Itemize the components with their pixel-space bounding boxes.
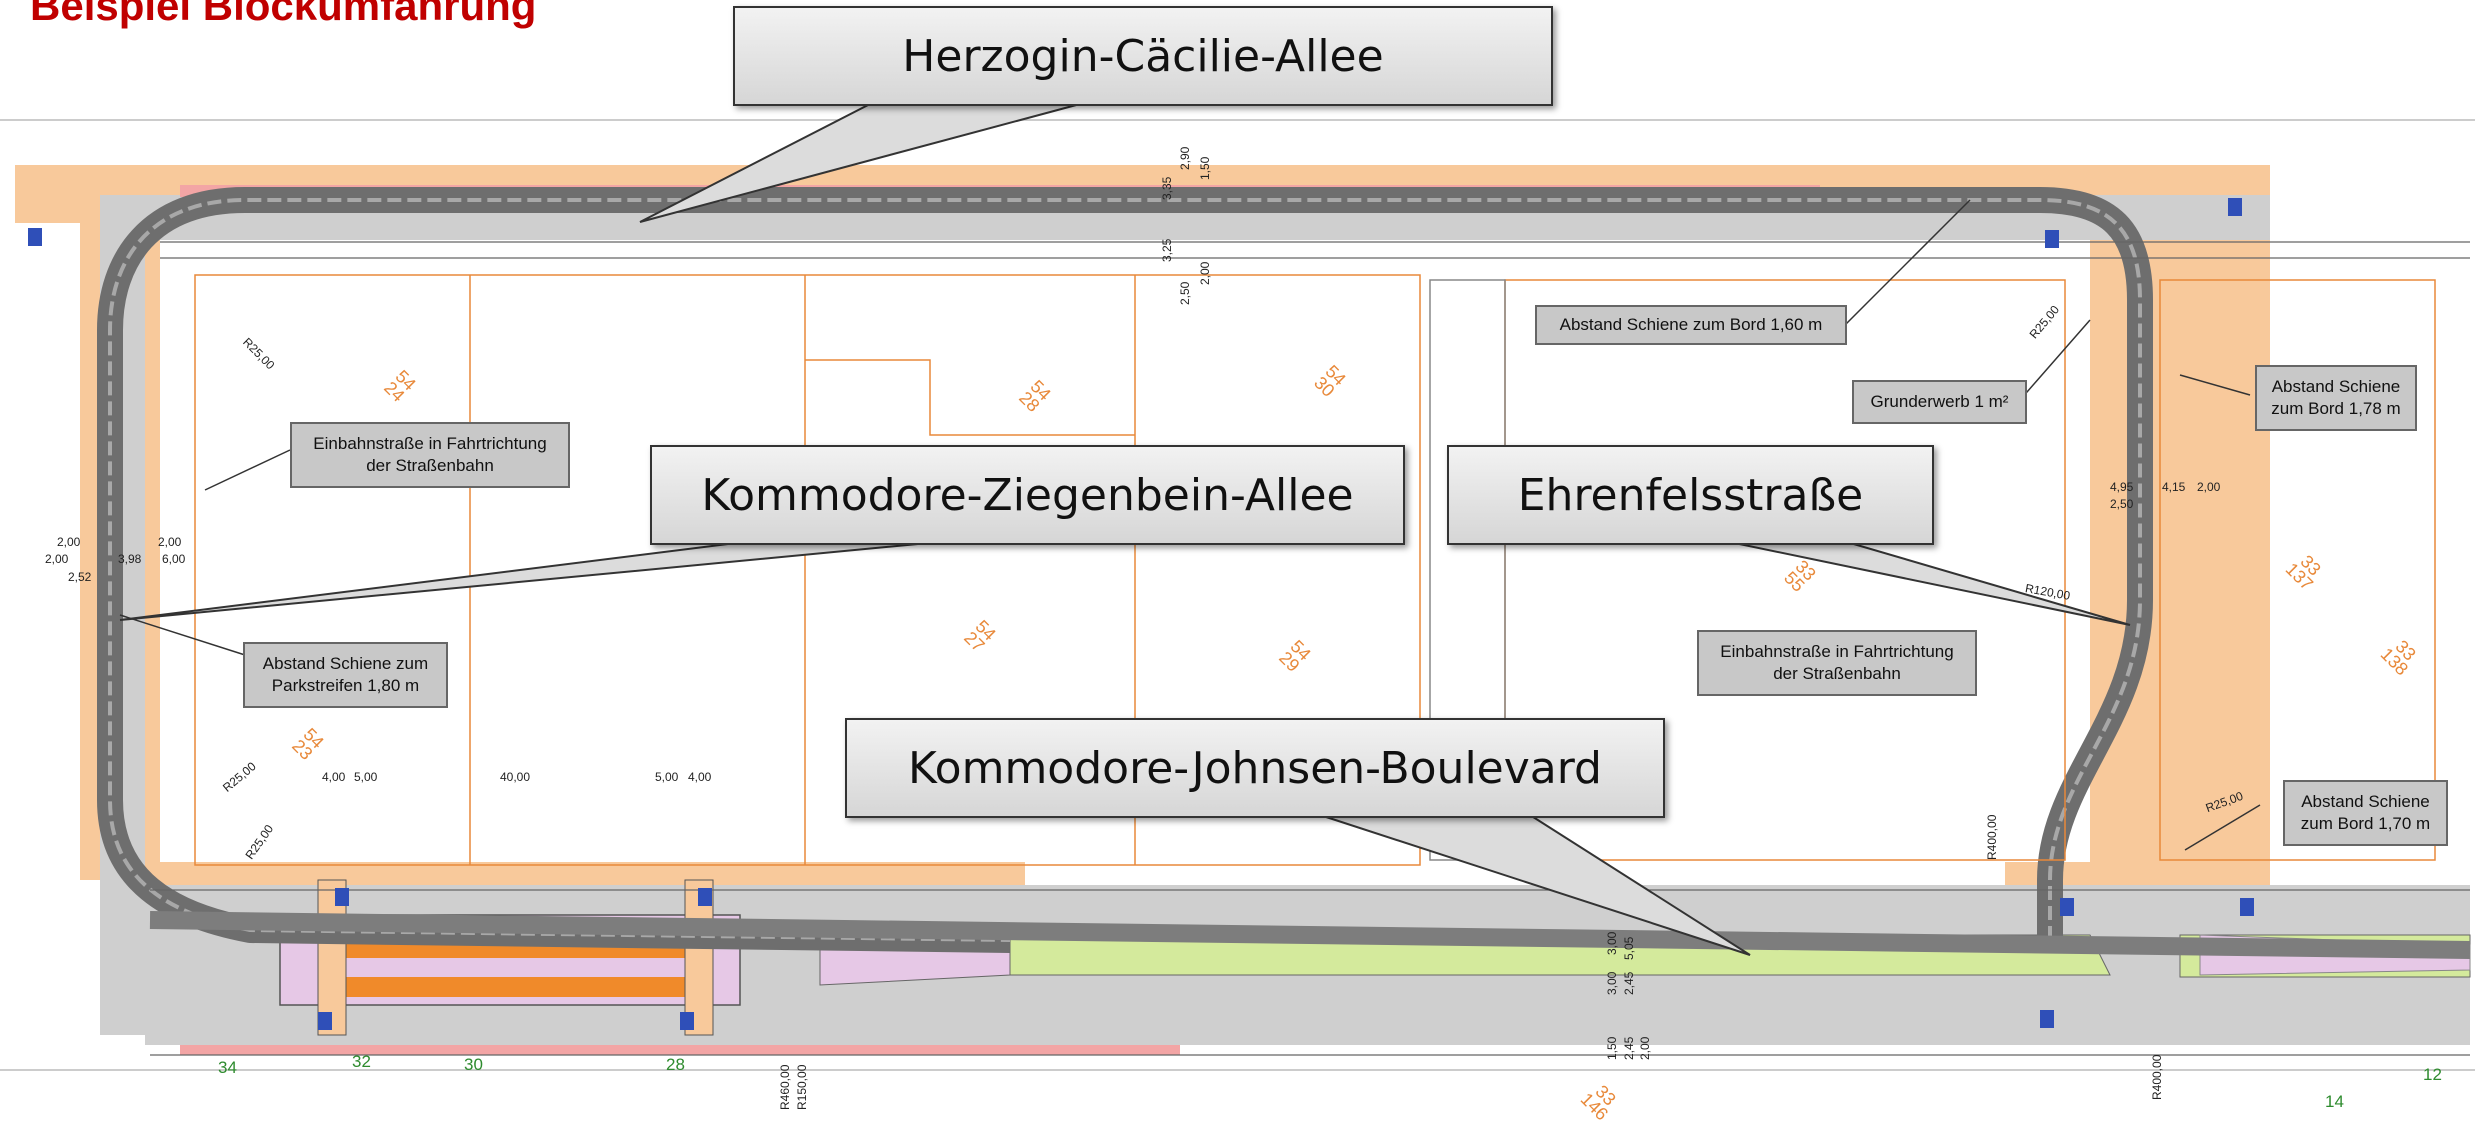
- dimension: 3,25: [1160, 238, 1174, 262]
- south-red-lane: [180, 1045, 1180, 1055]
- dimension: 2,00: [158, 535, 182, 549]
- dimension: 6,00: [162, 552, 186, 566]
- dimension: 4,95: [2110, 480, 2134, 494]
- east-sidewalk: [2090, 190, 2270, 880]
- note-curb-178: Abstand Schiene zum Bord 1,78 m: [2255, 365, 2417, 431]
- dimension: 2,52: [68, 570, 92, 584]
- note-curb-160: Abstand Schiene zum Bord 1,60 m: [1535, 305, 1847, 345]
- dimension: 2,00: [2197, 480, 2221, 494]
- callout-kommodore-johnsen-boulevard: Kommodore-Johnsen-Boulevard: [845, 718, 1665, 818]
- note-leaders: [119, 199, 2261, 851]
- page-title: Beispiel Blockumfahrung: [30, 0, 537, 29]
- km-marker: 30: [464, 1055, 483, 1074]
- building-lines: [0, 119, 2475, 1071]
- note-curb-170: Abstand Schiene zum Bord 1,70 m: [2283, 780, 2448, 846]
- radius-label: R460,00: [778, 1064, 792, 1110]
- km-marker: 28: [666, 1055, 685, 1074]
- signal-markers: [28, 198, 2254, 1030]
- dimension: 1,50: [1198, 156, 1212, 180]
- plot-lines: [194, 274, 2436, 866]
- dimension: 2,50: [1178, 281, 1192, 305]
- note-oneway-east: Einbahnstraße in Fahrtrichtung der Straß…: [1697, 630, 1977, 696]
- radius-label: R150,00: [795, 1064, 809, 1110]
- dimension: 40,00: [500, 770, 531, 784]
- dimension: 3,35: [1160, 176, 1174, 200]
- dimension: 2,50: [2110, 497, 2134, 511]
- dimension: 4,15: [2162, 480, 2186, 494]
- note-parking-distance: Abstand Schiene zum Parkstreifen 1,80 m: [243, 642, 448, 708]
- tram-mainline: [149, 911, 2471, 959]
- callout-ehrenfelsstrasse: Ehrenfelsstraße: [1447, 445, 1934, 545]
- tram-loop-centerline: [108, 198, 2142, 942]
- callout-pointers: [119, 103, 2131, 956]
- km-marker: 14: [2325, 1092, 2344, 1111]
- note-oneway-west: Einbahnstraße in Fahrtrichtung der Straß…: [290, 422, 570, 488]
- dimension: 2,45: [1622, 1036, 1636, 1060]
- dimension: 1,50: [1605, 1036, 1619, 1060]
- dimension: 5,00: [354, 770, 378, 784]
- dimension: 4,00: [688, 770, 712, 784]
- km-marker: 34: [218, 1058, 237, 1077]
- radius-label: R400,00: [1985, 814, 1999, 860]
- dimension: 3,98: [118, 552, 142, 566]
- dimension: 2,00: [45, 552, 69, 566]
- parking-marks: [150, 241, 2470, 1056]
- dimension: 3,00: [1605, 931, 1619, 955]
- radius-label: R400,00: [2150, 1054, 2164, 1100]
- dimension: 2,00: [1638, 1036, 1652, 1060]
- dimension: 5,00: [655, 770, 679, 784]
- callout-kommodore-ziegenbein-allee: Kommodore-Ziegenbein-Allee: [650, 445, 1405, 545]
- km-marker: 32: [352, 1052, 371, 1071]
- dimension: 3,00: [1605, 971, 1619, 995]
- dimension: 2,00: [57, 535, 81, 549]
- dimension: 2,00: [1198, 261, 1212, 285]
- km-marker: 12: [2423, 1065, 2442, 1084]
- dimension: 5,05: [1622, 936, 1636, 960]
- note-land-acquisition: Grunderwerb 1 m²: [1852, 380, 2027, 424]
- callout-herzogin-caecilie-allee: Herzogin-Cäcilie-Allee: [733, 6, 1553, 106]
- dimension: 2,45: [1622, 971, 1636, 995]
- dimension: 4,00: [322, 770, 346, 784]
- dimension: 2,90: [1178, 146, 1192, 170]
